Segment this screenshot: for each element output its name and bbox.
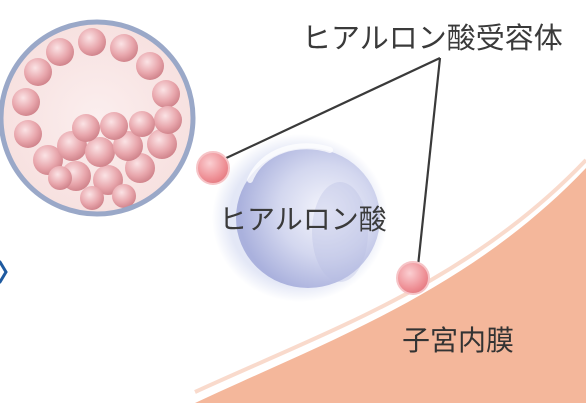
embryo-cell (136, 52, 164, 80)
embryo-cell (80, 186, 104, 210)
embryo-outer-ring (0, 19, 196, 217)
embryo-cell (125, 153, 155, 183)
sphere-shine (247, 143, 333, 183)
label-endometrium: 子宮内膜 (402, 324, 515, 357)
label-hyaluronic-acid-receptor: ヒアルロン酸受容体 (302, 21, 563, 55)
endometrium-shape (195, 168, 586, 403)
embryo-cell (93, 165, 123, 195)
embryo-illustration (0, 19, 196, 217)
embryo-cell (100, 112, 128, 140)
embryo-cell (112, 184, 136, 208)
label-hyaluronic-acid: ヒアルロン酸 (219, 203, 387, 236)
receptor-lower (396, 261, 430, 295)
embryo-cell (24, 58, 52, 86)
receptor-upper (196, 151, 230, 185)
embryo-cell (129, 111, 155, 137)
embryo-cell (85, 137, 115, 167)
embryo-cell (72, 114, 100, 142)
embryo-cell (78, 28, 106, 56)
embryo-cell (46, 38, 74, 66)
embryo-cell (14, 120, 42, 148)
embryo-cell (110, 34, 138, 62)
embryo-cell (12, 88, 40, 116)
embryo-cell (113, 131, 143, 161)
sphere-shadow-crescent (312, 182, 368, 282)
embryo-cell (48, 166, 72, 190)
pointer-line-lower (416, 57, 442, 267)
embryo-cell (147, 129, 177, 159)
embryo-cell (152, 80, 180, 108)
endometrium-edge-highlight (194, 158, 586, 394)
embryo-cell (154, 106, 182, 134)
pointer-line-upper (221, 57, 441, 161)
hyaluronic-acid-sphere (236, 148, 380, 288)
accent-mark (0, 260, 8, 284)
